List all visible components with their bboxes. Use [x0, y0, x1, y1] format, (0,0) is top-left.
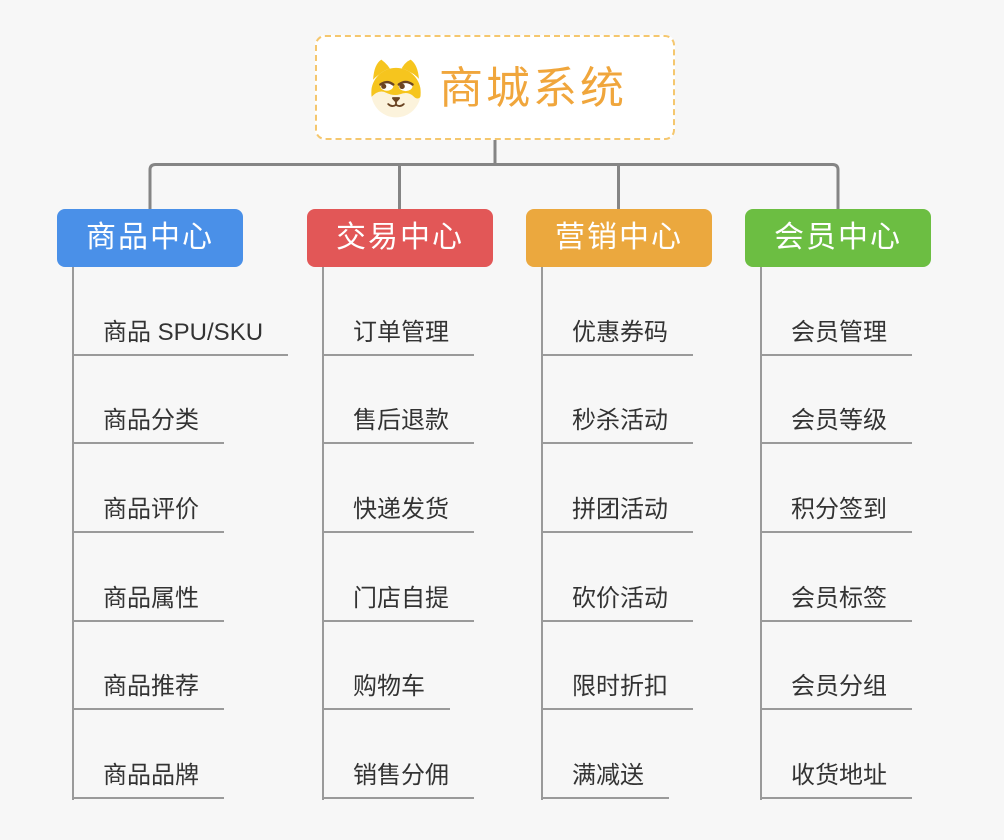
subtopic-item[interactable]: 商品属性: [73, 533, 224, 622]
branch-member-center: 会员中心 会员管理 会员等级 积分签到 会员标签 会员分组 收货地址: [745, 209, 1004, 800]
subtopic-item[interactable]: 门店自提: [323, 533, 474, 622]
subtopic-item[interactable]: 商品 SPU/SKU: [73, 267, 289, 356]
branch-topic-trade-center[interactable]: 交易中心: [307, 209, 493, 267]
subtopic-item[interactable]: 商品评价: [73, 444, 224, 534]
subtopic-label: 积分签到: [791, 496, 887, 524]
subtopic-label: 商品 SPU/SKU: [103, 318, 264, 346]
subtopic-label: 拼团活动: [572, 496, 668, 524]
subtopic-item[interactable]: 会员管理: [761, 267, 912, 356]
branch-topic-marketing-center[interactable]: 营销中心: [526, 209, 712, 267]
subtopic-label: 商品推荐: [103, 673, 199, 701]
branch-topic-product-center[interactable]: 商品中心: [57, 209, 243, 267]
subtopic-item[interactable]: 商品推荐: [73, 622, 224, 711]
shiba-dog-icon: [371, 59, 421, 117]
branch-child-line: [72, 267, 74, 800]
subtopic-list: 优惠券码 秒杀活动 拼团活动 砍价活动 限时折扣 满减送: [542, 267, 693, 800]
branch-marketing-center: 营销中心 优惠券码 秒杀活动 拼团活动 砍价活动 限时折扣 满减送: [526, 209, 786, 800]
subtopic-label: 收货地址: [791, 762, 887, 790]
subtopic-label: 优惠券码: [572, 318, 668, 346]
subtopic-label: 商品评价: [103, 496, 199, 524]
subtopic-item[interactable]: 秒杀活动: [542, 356, 693, 445]
subtopic-label: 商品分类: [103, 407, 199, 435]
subtopic-label: 会员等级: [791, 407, 887, 435]
subtopic-list: 商品 SPU/SKU 商品分类 商品评价 商品属性 商品推荐 商品品牌: [73, 267, 289, 800]
subtopic-item[interactable]: 砍价活动: [542, 533, 693, 622]
subtopic-label: 会员标签: [791, 584, 887, 612]
subtopic-label: 销售分佣: [353, 762, 449, 790]
branch-topic-member-center[interactable]: 会员中心: [745, 209, 931, 267]
subtopic-label: 满减送: [572, 762, 644, 790]
subtopic-label: 购物车: [353, 673, 425, 701]
subtopic-label: 商品属性: [103, 584, 199, 612]
branch-child-line: [322, 267, 324, 800]
subtopic-list: 会员管理 会员等级 积分签到 会员标签 会员分组 收货地址: [761, 267, 912, 800]
subtopic-label: 快递发货: [353, 496, 449, 524]
subtopic-label: 商品品牌: [103, 762, 199, 790]
subtopic-label: 秒杀活动: [572, 407, 668, 435]
subtopic-item[interactable]: 拼团活动: [542, 444, 693, 534]
subtopic-label: 售后退款: [353, 407, 449, 435]
subtopic-item[interactable]: 会员分组: [761, 622, 912, 711]
subtopic-item[interactable]: 会员等级: [761, 356, 912, 445]
subtopic-item[interactable]: 购物车: [323, 622, 450, 711]
root-title: 商城系统: [439, 63, 627, 113]
branch-child-line: [760, 267, 762, 800]
root-topic-mall-system[interactable]: 商城系统: [315, 35, 675, 140]
subtopic-item[interactable]: 优惠券码: [542, 267, 693, 356]
subtopic-label: 门店自提: [353, 584, 449, 612]
subtopic-label: 会员管理: [791, 318, 887, 346]
subtopic-label: 会员分组: [791, 673, 887, 701]
subtopic-item[interactable]: 限时折扣: [542, 622, 693, 711]
subtopic-item[interactable]: 收货地址: [761, 710, 912, 800]
branch-trade-center: 交易中心 订单管理 售后退款 快递发货 门店自提 购物车 销售分佣: [307, 209, 567, 800]
subtopic-label: 砍价活动: [572, 584, 668, 612]
subtopic-item[interactable]: 商品品牌: [73, 710, 224, 800]
subtopic-item[interactable]: 商品分类: [73, 356, 224, 445]
subtopic-item[interactable]: 积分签到: [761, 444, 912, 534]
subtopic-list: 订单管理 售后退款 快递发货 门店自提 购物车 销售分佣: [323, 267, 474, 800]
subtopic-label: 订单管理: [353, 318, 449, 346]
branch-child-line: [541, 267, 543, 800]
subtopic-item[interactable]: 快递发货: [323, 444, 474, 534]
subtopic-item[interactable]: 订单管理: [323, 267, 474, 356]
subtopic-item[interactable]: 满减送: [542, 710, 669, 800]
subtopic-item[interactable]: 销售分佣: [323, 710, 474, 800]
branch-product-center: 商品中心 商品 SPU/SKU 商品分类 商品评价 商品属性 商品推荐 商品品牌: [57, 209, 317, 800]
subtopic-label: 限时折扣: [572, 673, 668, 701]
subtopic-item[interactable]: 会员标签: [761, 533, 912, 622]
subtopic-item[interactable]: 售后退款: [323, 356, 474, 445]
